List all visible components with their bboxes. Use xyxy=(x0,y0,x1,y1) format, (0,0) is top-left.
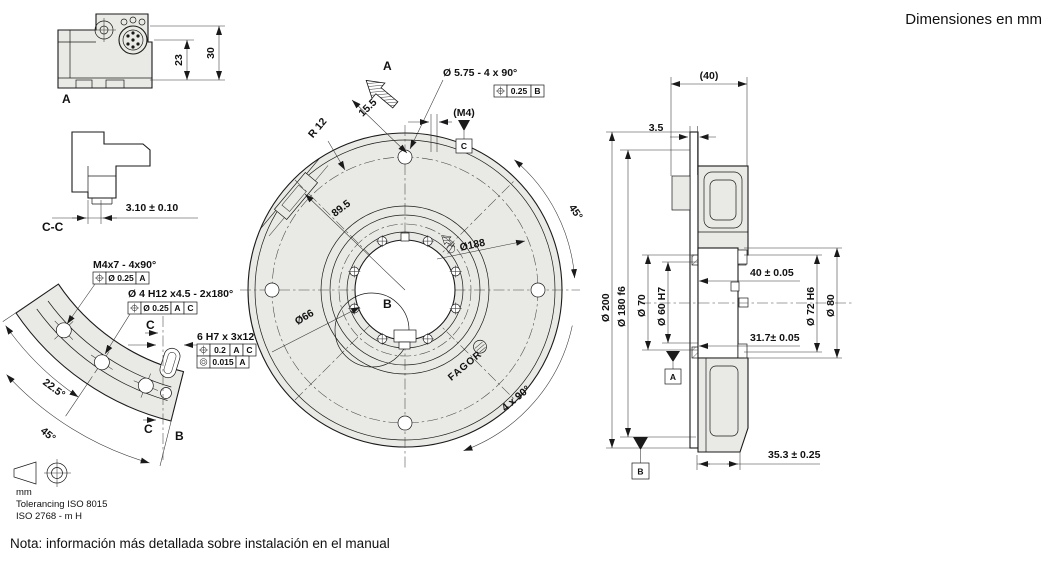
connector-icon xyxy=(118,25,148,55)
section-c-top: C xyxy=(146,318,155,332)
hole-fcf: 0.25 B xyxy=(493,84,545,98)
dim-3-10: 3.10 ± 0.10 xyxy=(126,202,179,214)
view-arrow-label: A xyxy=(383,59,392,73)
mount-hole-left xyxy=(264,282,280,298)
detail-slot xyxy=(159,347,181,379)
pin-fcf-datum-c: C xyxy=(187,303,193,313)
clamp-screws xyxy=(348,235,462,345)
slot-fcf-concentricity: 0.015 A xyxy=(196,355,250,369)
dim-d70: Ø 70 xyxy=(636,294,648,317)
cable-clamp xyxy=(273,171,319,221)
concentricity-symbol-icon xyxy=(199,358,208,366)
bolt-circle-dim: Ø188 xyxy=(446,237,487,254)
thread-ref: (M4) xyxy=(453,107,475,119)
angle-45-front: 45° xyxy=(566,202,585,222)
section-cc-label: C-C xyxy=(42,220,64,234)
section-cc-detail: 3.10 ± 0.10 C-C xyxy=(42,131,198,234)
angle-22-5: 22.5° xyxy=(40,376,67,400)
position-symbol-icon xyxy=(199,345,208,355)
front-view: A Ø 5.75 - 4 x 90° 0.25 B (M4) C 15.5 xyxy=(240,59,585,468)
mount-hole-right xyxy=(530,282,546,298)
dim-30: 30 xyxy=(205,47,217,59)
dim-35-3: 35.3 ± 0.25 xyxy=(768,449,821,461)
dim-d188: Ø188 xyxy=(459,237,487,254)
side-view: (40) 3.5 Ø 200 Ø 180 f6 Ø 70 Ø 60 H7 A xyxy=(600,70,852,480)
detail-small-hole xyxy=(160,387,172,399)
hole-fcf-tol: 0.25 xyxy=(511,86,528,96)
standards-iso: ISO 2768 - m H xyxy=(16,511,82,522)
dim-d200: Ø 200 xyxy=(600,293,612,322)
front-axis-label: B xyxy=(383,297,392,311)
hole-note: Ø 5.75 - 4 x 90° xyxy=(443,67,517,79)
slot-fcf2-datum-a: A xyxy=(239,357,245,367)
pin-note: Ø 4 H12 x4.5 - 2x180° xyxy=(128,288,233,300)
slot-note: 6 H7 x 3x120° xyxy=(197,331,264,343)
datum-c-flag: C xyxy=(455,120,473,154)
housing-top xyxy=(697,165,749,256)
mount-hole-top xyxy=(397,149,413,165)
flange-plate xyxy=(689,131,699,449)
detail-hole-2 xyxy=(94,354,110,371)
dim-31-7: 31.7± 0.05 xyxy=(750,332,800,344)
view-a-detail: 23 30 A xyxy=(57,13,225,106)
pin-fcf-tol: Ø 0.25 xyxy=(143,303,169,313)
slot-fcf-position: 0.2 A C xyxy=(196,343,257,357)
flange-arc-detail: C C B 22.5° 45° M4x7 - 4x90° Ø 0.25 A Ø … xyxy=(2,259,264,467)
dim-d180: Ø 180 f6 xyxy=(616,286,628,327)
thread-fcf-datum: A xyxy=(139,273,145,283)
datum-b-label: B xyxy=(637,467,643,477)
dim-d80: Ø 80 xyxy=(825,294,837,317)
datum-a-flag: A xyxy=(664,351,682,385)
thread-fcf-tol: Ø 0.25 xyxy=(108,273,134,283)
slot-fcf1-datum-a: A xyxy=(233,345,239,355)
clamp-side xyxy=(671,175,691,211)
datum-a-label: A xyxy=(670,372,676,382)
dim-3-5: 3.5 xyxy=(649,122,664,134)
projection-standards: mm Tolerancing ISO 8015 ISO 2768 - m H xyxy=(13,459,107,522)
pin-fcf-datum-a: A xyxy=(174,303,180,313)
dim-d60: Ø 60 H7 xyxy=(656,287,668,326)
position-symbol-icon xyxy=(496,86,505,96)
slot-fcf2-tol: 0.015 xyxy=(212,357,234,367)
radius-r12: R 12 xyxy=(306,116,330,141)
datum-b-flag: B xyxy=(631,437,650,480)
detail-axis-label: B xyxy=(175,429,184,443)
slot-fcf1-datum-c: C xyxy=(246,345,252,355)
position-symbol-icon xyxy=(130,303,139,313)
slot-fcf1-tol: 0.2 xyxy=(214,345,226,355)
view-a-label: A xyxy=(62,92,71,106)
dim-d72: Ø 72 H6 xyxy=(805,287,817,326)
standards-units: mm xyxy=(16,487,32,498)
standards-tolerancing: Tolerancing ISO 8015 xyxy=(16,499,107,510)
dim-15-5: 15.5 xyxy=(356,96,379,119)
mini-arrow-icon xyxy=(441,235,455,248)
footer-note: Nota: información más detallada sobre in… xyxy=(10,536,390,551)
dim-23: 23 xyxy=(173,54,185,66)
projection-cone-icon xyxy=(13,461,37,485)
dim-40-005: 40 ± 0.05 xyxy=(750,267,794,279)
housing-bottom xyxy=(697,357,749,453)
units-note: Dimensiones en mm xyxy=(905,11,1042,28)
pin-fcf: Ø 0.25 A C xyxy=(127,301,198,315)
thread-fcf: Ø 0.25 A xyxy=(92,271,150,285)
datum-c-label: C xyxy=(461,141,467,151)
mount-hole-bottom xyxy=(397,415,413,431)
section-c-bottom: C xyxy=(144,422,153,436)
thread-note: M4x7 - 4x90° xyxy=(93,259,156,271)
position-symbol-icon xyxy=(95,273,104,283)
dim-40-overall: (40) xyxy=(700,70,719,82)
logo-mark-icon xyxy=(473,339,487,354)
angle-45-detail: 45° xyxy=(38,425,58,444)
hole-fcf-datum-b: B xyxy=(534,86,540,96)
